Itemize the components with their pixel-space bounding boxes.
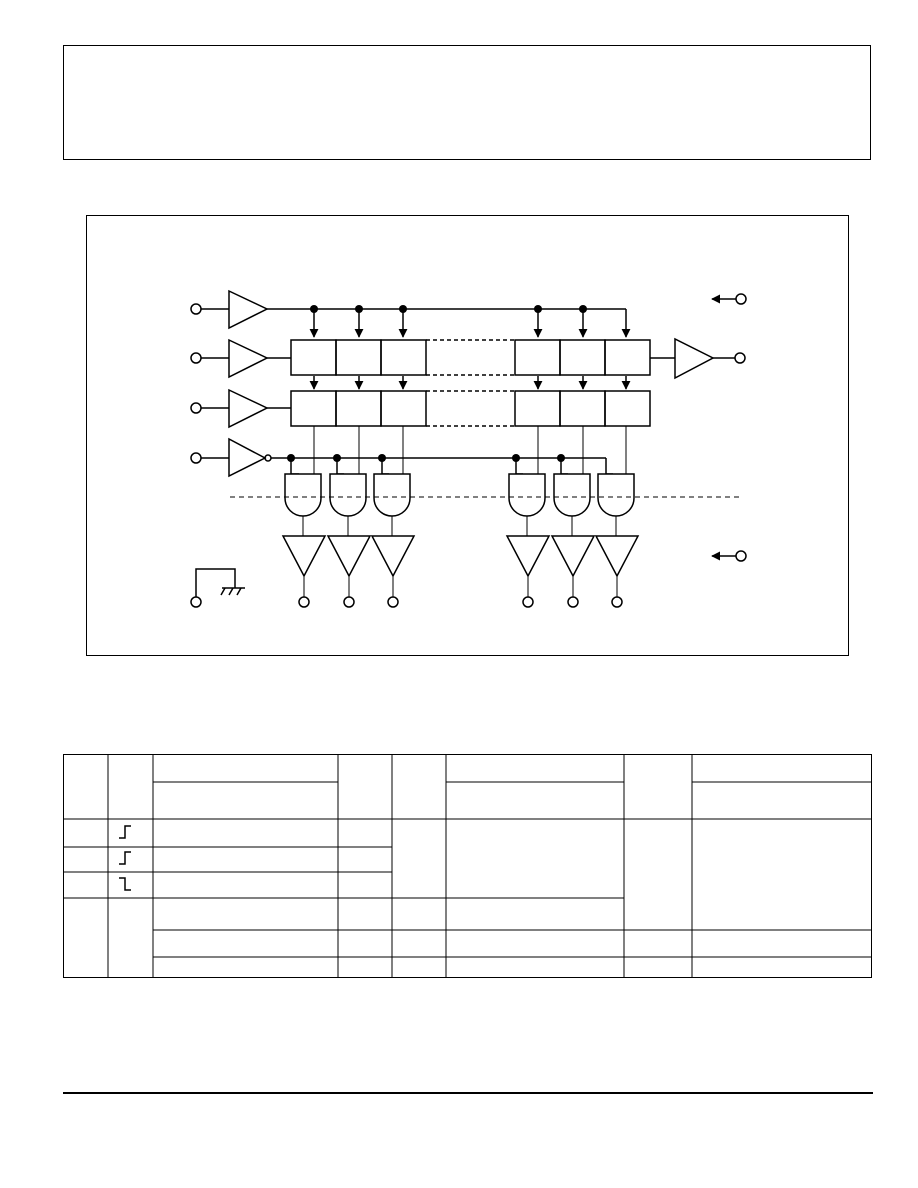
supply-pin-top xyxy=(711,293,747,305)
serial-output-buffer xyxy=(650,337,746,380)
latch-strobe-arrows xyxy=(309,376,631,390)
function-table xyxy=(63,754,872,978)
output-pins xyxy=(298,596,623,608)
merged-cell xyxy=(447,820,623,897)
rising-edge-icon xyxy=(119,851,131,865)
latch-register xyxy=(290,390,651,427)
and-gates xyxy=(284,473,635,517)
footer-rule xyxy=(63,1092,873,1094)
input-pin-4 xyxy=(190,452,202,464)
gate-output-wires xyxy=(302,516,617,536)
function-table-grid xyxy=(63,754,872,978)
block-diagram xyxy=(190,289,747,608)
merged-cell xyxy=(625,820,691,929)
merged-cell xyxy=(64,899,107,977)
output-drivers xyxy=(281,535,640,578)
latch-outputs xyxy=(313,426,627,474)
serial-output-pin xyxy=(734,352,746,364)
shift-register xyxy=(290,339,651,376)
ground-symbol xyxy=(190,568,245,608)
header-box xyxy=(63,45,871,160)
merged-cell xyxy=(109,899,152,977)
input-inverter-4 xyxy=(190,437,606,478)
input-buffer-1 xyxy=(190,289,269,330)
merged-cell xyxy=(393,820,445,897)
falling-edge-icon xyxy=(119,877,131,891)
supply-pin-bottom xyxy=(711,550,747,562)
input-pin-3 xyxy=(190,402,202,414)
driver-output-wires xyxy=(303,576,618,597)
input-buffer-3 xyxy=(190,388,291,429)
input-buffer-2 xyxy=(190,338,291,379)
clock-arrows xyxy=(309,309,588,338)
enable-bus-junctions xyxy=(287,454,565,462)
input-pin-1 xyxy=(190,303,202,315)
block-diagram-frame xyxy=(86,215,849,656)
input-pin-2 xyxy=(190,352,202,364)
merged-cell xyxy=(693,820,871,929)
ground-pin xyxy=(190,596,202,608)
rising-edge-icon xyxy=(119,825,131,839)
